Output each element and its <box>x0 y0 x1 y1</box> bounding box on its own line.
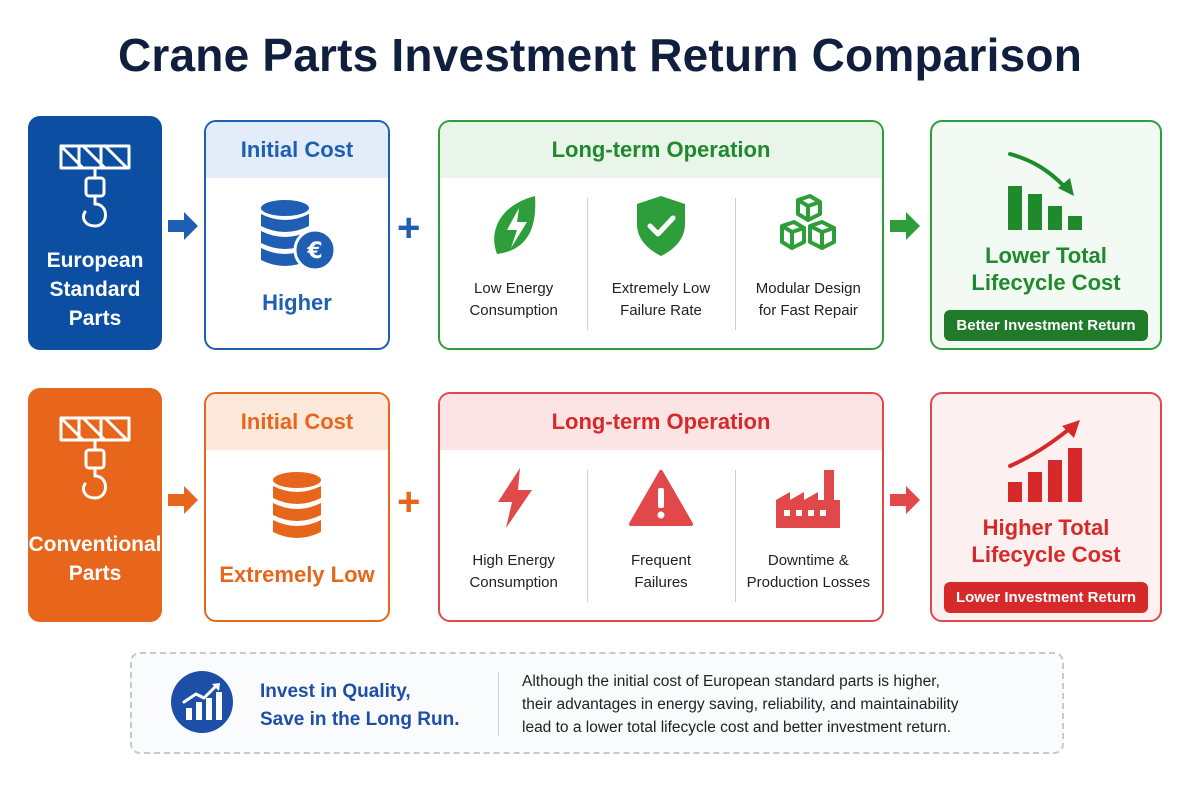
european-label-text: European Standard Parts <box>46 249 144 330</box>
initial-cost-value: Higher <box>262 290 332 315</box>
initial-cost-heading: Initial Cost <box>206 394 388 450</box>
conventional-result-card: Higher Total Lifecycle Cost Lower Invest… <box>930 392 1162 622</box>
result-badge: Better Investment Return <box>944 310 1148 341</box>
warning-triangle-icon <box>628 470 693 526</box>
crane-hook-icon <box>59 144 131 228</box>
factory-icon <box>776 470 841 528</box>
summary-slogan: Invest in Quality, Save in the Long Run. <box>260 681 460 730</box>
plus-icon: + <box>397 206 421 250</box>
arrow-right-icon <box>890 486 920 514</box>
arrow-right-icon <box>168 486 198 514</box>
operation-item: High Energy Consumption <box>440 466 587 620</box>
summary-box: Invest in Quality, Save in the Long Run.… <box>130 652 1064 754</box>
page-title: Crane Parts Investment Return Comparison <box>117 29 1082 81</box>
coin-stack-euro-icon: € <box>261 200 337 272</box>
shield-check-icon <box>636 196 685 256</box>
result-title: Lower Total Lifecycle Cost <box>971 243 1121 295</box>
summary-description: Although the initial cost of European st… <box>522 673 959 736</box>
initial-cost-value: Extremely Low <box>219 562 375 587</box>
arrow-right-icon <box>890 212 920 240</box>
conventional-label-box: Conventional Parts <box>28 388 162 622</box>
european-operation-card: Long-term Operation Low Energy Consumpti… <box>438 120 884 350</box>
operation-heading: Long-term Operation <box>440 122 882 178</box>
european-label-box: European Standard Parts <box>28 116 162 350</box>
conventional-operation-card: Long-term Operation High Energy Consumpt… <box>438 392 884 622</box>
conventional-row: Conventional Parts Initial Cost Extremel… <box>0 386 1200 622</box>
operation-item: Low Energy Consumption <box>440 194 587 348</box>
modular-cubes-icon <box>780 194 837 250</box>
crane-hook-icon <box>59 416 131 500</box>
result-title: Higher Total Lifecycle Cost <box>971 515 1121 567</box>
result-badge: Lower Investment Return <box>943 582 1149 613</box>
conventional-label-text: Conventional Parts <box>28 533 162 585</box>
lightning-icon <box>497 468 532 528</box>
operation-item: Extremely Low Failure Rate <box>587 194 734 348</box>
conventional-initial-cost-card: Initial Cost Extremely Low <box>204 392 390 622</box>
declining-bar-chart-icon <box>1008 152 1082 230</box>
operation-heading: Long-term Operation <box>440 394 882 450</box>
operation-item: Frequent Failures <box>587 466 734 620</box>
operation-item: Modular Design for Fast Repair <box>734 194 882 348</box>
divider <box>498 672 499 736</box>
arrow-right-icon <box>168 212 198 240</box>
european-row: European Standard Parts Initial Cost € H… <box>0 114 1200 350</box>
rising-bar-chart-icon <box>1008 420 1082 502</box>
operation-item: Downtime & Production Losses <box>734 466 882 620</box>
initial-cost-heading: Initial Cost <box>206 122 388 178</box>
european-initial-cost-card: Initial Cost € Higher <box>204 120 390 350</box>
svg-text:€: € <box>306 239 322 264</box>
european-result-card: Lower Total Lifecycle Cost Better Invest… <box>930 120 1162 350</box>
growth-chart-icon <box>171 671 233 733</box>
plus-icon: + <box>397 480 421 524</box>
coin-stack-icon <box>273 472 321 538</box>
leaf-lightning-icon <box>493 196 535 254</box>
